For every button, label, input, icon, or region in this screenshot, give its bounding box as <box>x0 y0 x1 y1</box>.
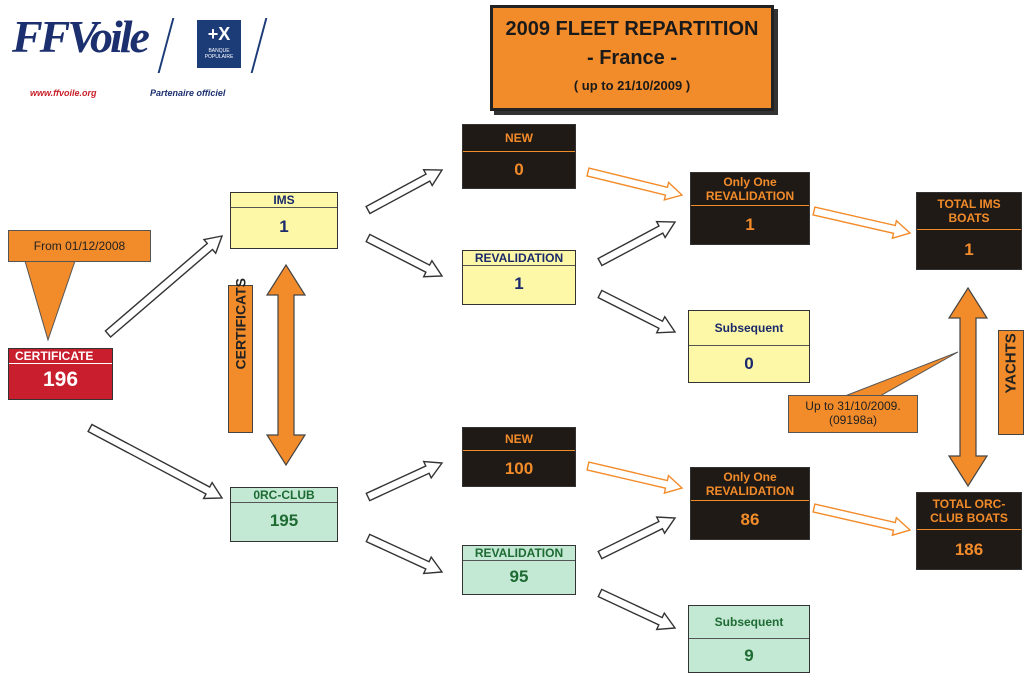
total-orc-box: TOTAL ORC-CLUB BOATS 186 <box>916 492 1022 570</box>
orc-club-box: 0RC-CLUB 195 <box>230 487 338 542</box>
title-country: - France - <box>586 47 678 69</box>
orc-subsequent-box: Subsequent 9 <box>688 605 810 673</box>
orc-revalidation-label: REVALIDATION <box>463 546 575 561</box>
banque-populaire-logo: +X BANQUE POPULAIRE <box>197 20 241 68</box>
arrow-certificate-to-ims <box>104 235 224 338</box>
ims-new-label: NEW <box>463 125 575 152</box>
up-to-date-callout: Up to 31/10/2009. (09198a) <box>788 395 918 433</box>
arrow-orc-new-to-only-one <box>586 461 684 495</box>
orc-subsequent-label: Subsequent <box>689 606 809 639</box>
certificate-box: CERTIFICATE 196 <box>8 348 113 400</box>
orc-club-label: 0RC-CLUB <box>231 488 337 503</box>
arrow-ims-to-revalidation <box>365 233 444 278</box>
title-date: ( up to 21/10/2009 ) <box>573 78 691 93</box>
ims-revalidation-label: REVALIDATION <box>463 251 575 266</box>
arrow-orc-only-one-to-total <box>812 503 912 537</box>
ims-subsequent-label: Subsequent <box>689 311 809 346</box>
partner-label: Partenaire officiel <box>150 88 226 98</box>
total-ims-box: TOTAL IMS BOATS 1 <box>916 192 1022 270</box>
bp-name: BANQUE POPULAIRE <box>204 48 234 60</box>
from-date-callout: From 01/12/2008 <box>8 230 151 262</box>
ffvoile-logo: FFVoile <box>12 11 150 62</box>
ims-label: IMS <box>231 193 337 208</box>
title-box: 2009 FLEET REPARTITION - France - ( up t… <box>490 5 774 111</box>
up-to-callout-pointer <box>844 351 959 397</box>
arrow-ims-new-to-only-one <box>586 167 684 201</box>
certificate-label: CERTIFICATE <box>9 349 112 364</box>
arrow-ims-only-one-to-total <box>812 206 912 240</box>
certificats-text: CERTIFICATS <box>232 277 249 370</box>
orc-new-box: NEW 100 <box>462 427 576 487</box>
ims-subsequent-value: 0 <box>744 354 754 373</box>
arrow-orc-to-new <box>365 460 444 502</box>
orc-only-one-box: Only One REVALIDATION 86 <box>690 467 810 540</box>
yachts-text: YACHTS <box>1002 333 1020 394</box>
ims-box: IMS 1 <box>230 192 338 249</box>
yachts-double-arrow <box>947 286 989 488</box>
orc-only-one-label: Only One REVALIDATION <box>691 468 809 501</box>
ims-only-one-label: Only One REVALIDATION <box>691 173 809 206</box>
arrow-ims-to-new <box>365 168 444 215</box>
from-callout-pointer <box>24 260 76 342</box>
arrow-orc-reval-to-only-one <box>597 516 677 560</box>
ffvoile-url: www.ffvoile.org <box>30 88 97 98</box>
orc-revalidation-box: REVALIDATION 95 <box>462 545 576 595</box>
up-to-date-line1: Up to 31/10/2009. <box>805 399 901 413</box>
orc-subsequent-value: 9 <box>744 646 754 665</box>
title-main: 2009 FLEET REPARTITION <box>505 18 759 40</box>
arrow-ims-reval-to-only-one <box>597 220 677 267</box>
total-orc-value: 186 <box>954 540 984 559</box>
certificate-value: 196 <box>42 368 79 391</box>
ims-new-value: 0 <box>514 160 524 179</box>
ims-value: 1 <box>279 217 289 236</box>
total-ims-value: 1 <box>964 240 974 259</box>
ims-subsequent-box: Subsequent 0 <box>688 310 810 383</box>
arrow-ims-reval-to-subsequent <box>597 289 677 334</box>
arrow-orc-reval-to-subsequent <box>597 588 677 631</box>
total-orc-label: TOTAL ORC-CLUB BOATS <box>917 493 1021 530</box>
orc-new-label: NEW <box>463 428 575 451</box>
ims-new-box: NEW 0 <box>462 124 576 189</box>
ims-only-one-box: Only One REVALIDATION 1 <box>690 172 810 245</box>
ims-only-one-value: 1 <box>745 215 755 234</box>
orc-revalidation-value: 95 <box>509 567 529 586</box>
ims-revalidation-value: 1 <box>514 274 524 293</box>
orc-club-value: 195 <box>269 511 299 530</box>
yachts-label: YACHTS <box>998 330 1024 435</box>
certificats-double-arrow <box>265 263 307 467</box>
up-to-date-line2: (09198a) <box>828 413 878 427</box>
bp-symbol: +X <box>207 24 231 44</box>
total-ims-label: TOTAL IMS BOATS <box>917 193 1021 230</box>
arrow-certificate-to-orc <box>87 423 224 500</box>
certificats-label: CERTIFICATS <box>228 277 253 433</box>
orc-only-one-value: 86 <box>740 510 760 529</box>
arrow-orc-to-revalidation <box>365 533 444 575</box>
ims-revalidation-box: REVALIDATION 1 <box>462 250 576 305</box>
orc-new-value: 100 <box>504 459 534 478</box>
